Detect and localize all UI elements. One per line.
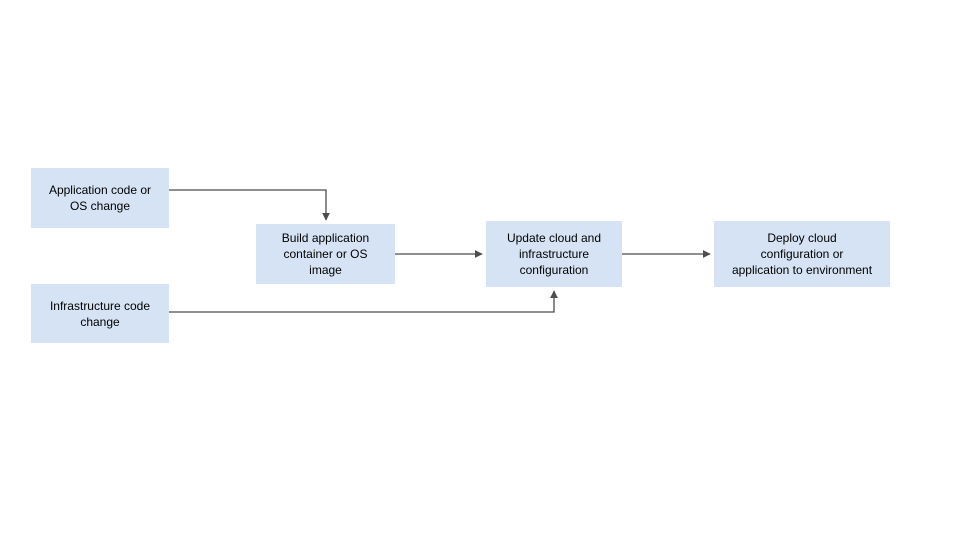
node-label: Application code or OS change (48, 183, 152, 213)
node-label: Update cloud and infrastructure configur… (506, 231, 602, 277)
node-label: Build application container or OS image (281, 231, 370, 277)
edge-infra-to-update (169, 290, 558, 313)
node-application-code-or-os-change[interactable]: Application code or OS change (31, 168, 169, 228)
node-infrastructure-code-change[interactable]: Infrastructure code change (31, 284, 169, 343)
node-build-application-container-or-os-image[interactable]: Build application container or OS image (256, 224, 395, 284)
node-deploy-cloud-configuration-or-application-to-environment[interactable]: Deploy cloud configuration or applicatio… (714, 221, 890, 287)
node-update-cloud-and-infrastructure-configuration[interactable]: Update cloud and infrastructure configur… (486, 221, 622, 287)
node-label: Deploy cloud configuration or applicatio… (731, 231, 873, 277)
edge-app-to-build (169, 189, 330, 221)
node-label: Infrastructure code change (49, 298, 151, 329)
